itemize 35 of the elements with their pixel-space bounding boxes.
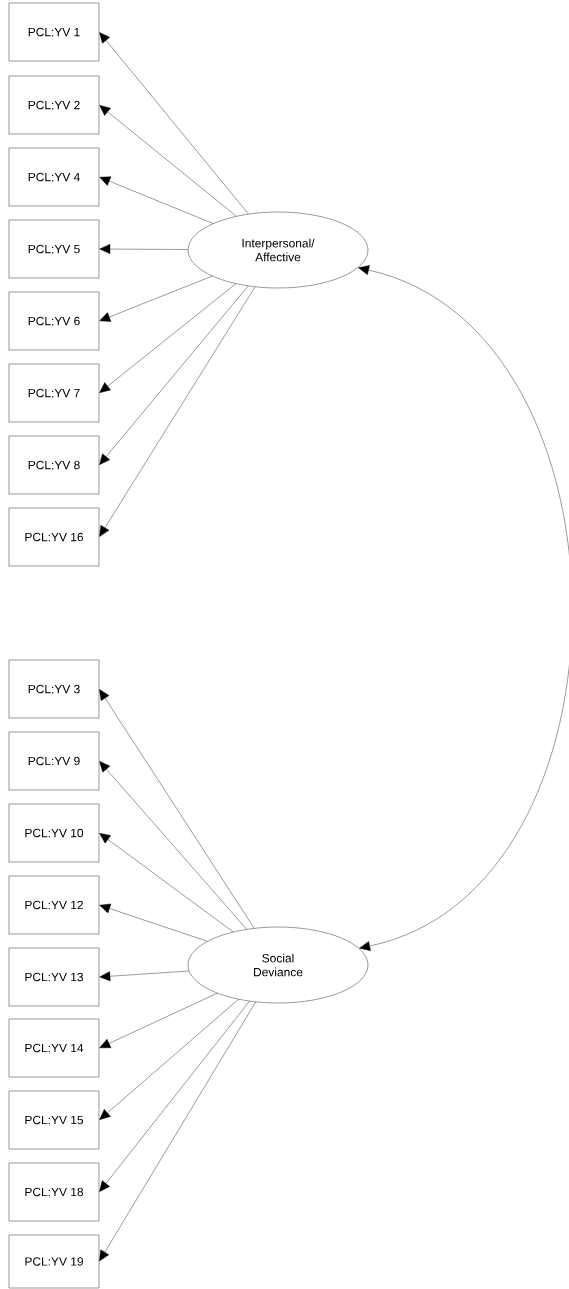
indicator-box: PCL:YV 6 [8,291,100,351]
indicator-box: PCL:YV 8 [8,435,100,495]
indicator-box: PCL:YV 15 [8,1090,100,1150]
arrow [99,32,249,215]
indicator-box: PCL:YV 5 [8,219,100,279]
arrow [99,286,256,537]
arrow [99,105,237,217]
indicator-box: PCL:YV 12 [8,875,100,935]
arrow [99,275,213,322]
indicator-box: PCL:YV 18 [8,1162,100,1222]
arrow [99,283,236,393]
indicator-box: PCL:YV 10 [8,803,100,863]
arrow [99,689,255,929]
arrow [99,244,188,254]
arrow [99,1001,256,1262]
arrow [99,903,208,942]
arrow [99,833,234,933]
indicator-box: PCL:YV 7 [8,363,100,423]
indicator-box: PCL:YV 9 [8,731,100,791]
indicator-box: PCL:YV 3 [8,659,100,719]
indicator-box: PCL:YV 13 [8,947,100,1007]
arrow [99,761,247,930]
indicator-box: PCL:YV 14 [8,1018,100,1078]
arrow [99,176,214,224]
arrow [99,993,218,1048]
arrow [99,970,190,982]
indicator-box: PCL:YV 2 [8,75,100,135]
arrow [99,1001,250,1192]
indicator-box: PCL:YV 19 [8,1234,100,1289]
arrow [99,999,239,1120]
arrow [99,285,249,465]
indicator-box: PCL:YV 1 [8,2,100,62]
indicator-box: PCL:YV 16 [8,507,100,567]
covariance-arrow [358,265,569,951]
indicator-box: PCL:YV 4 [8,147,100,207]
